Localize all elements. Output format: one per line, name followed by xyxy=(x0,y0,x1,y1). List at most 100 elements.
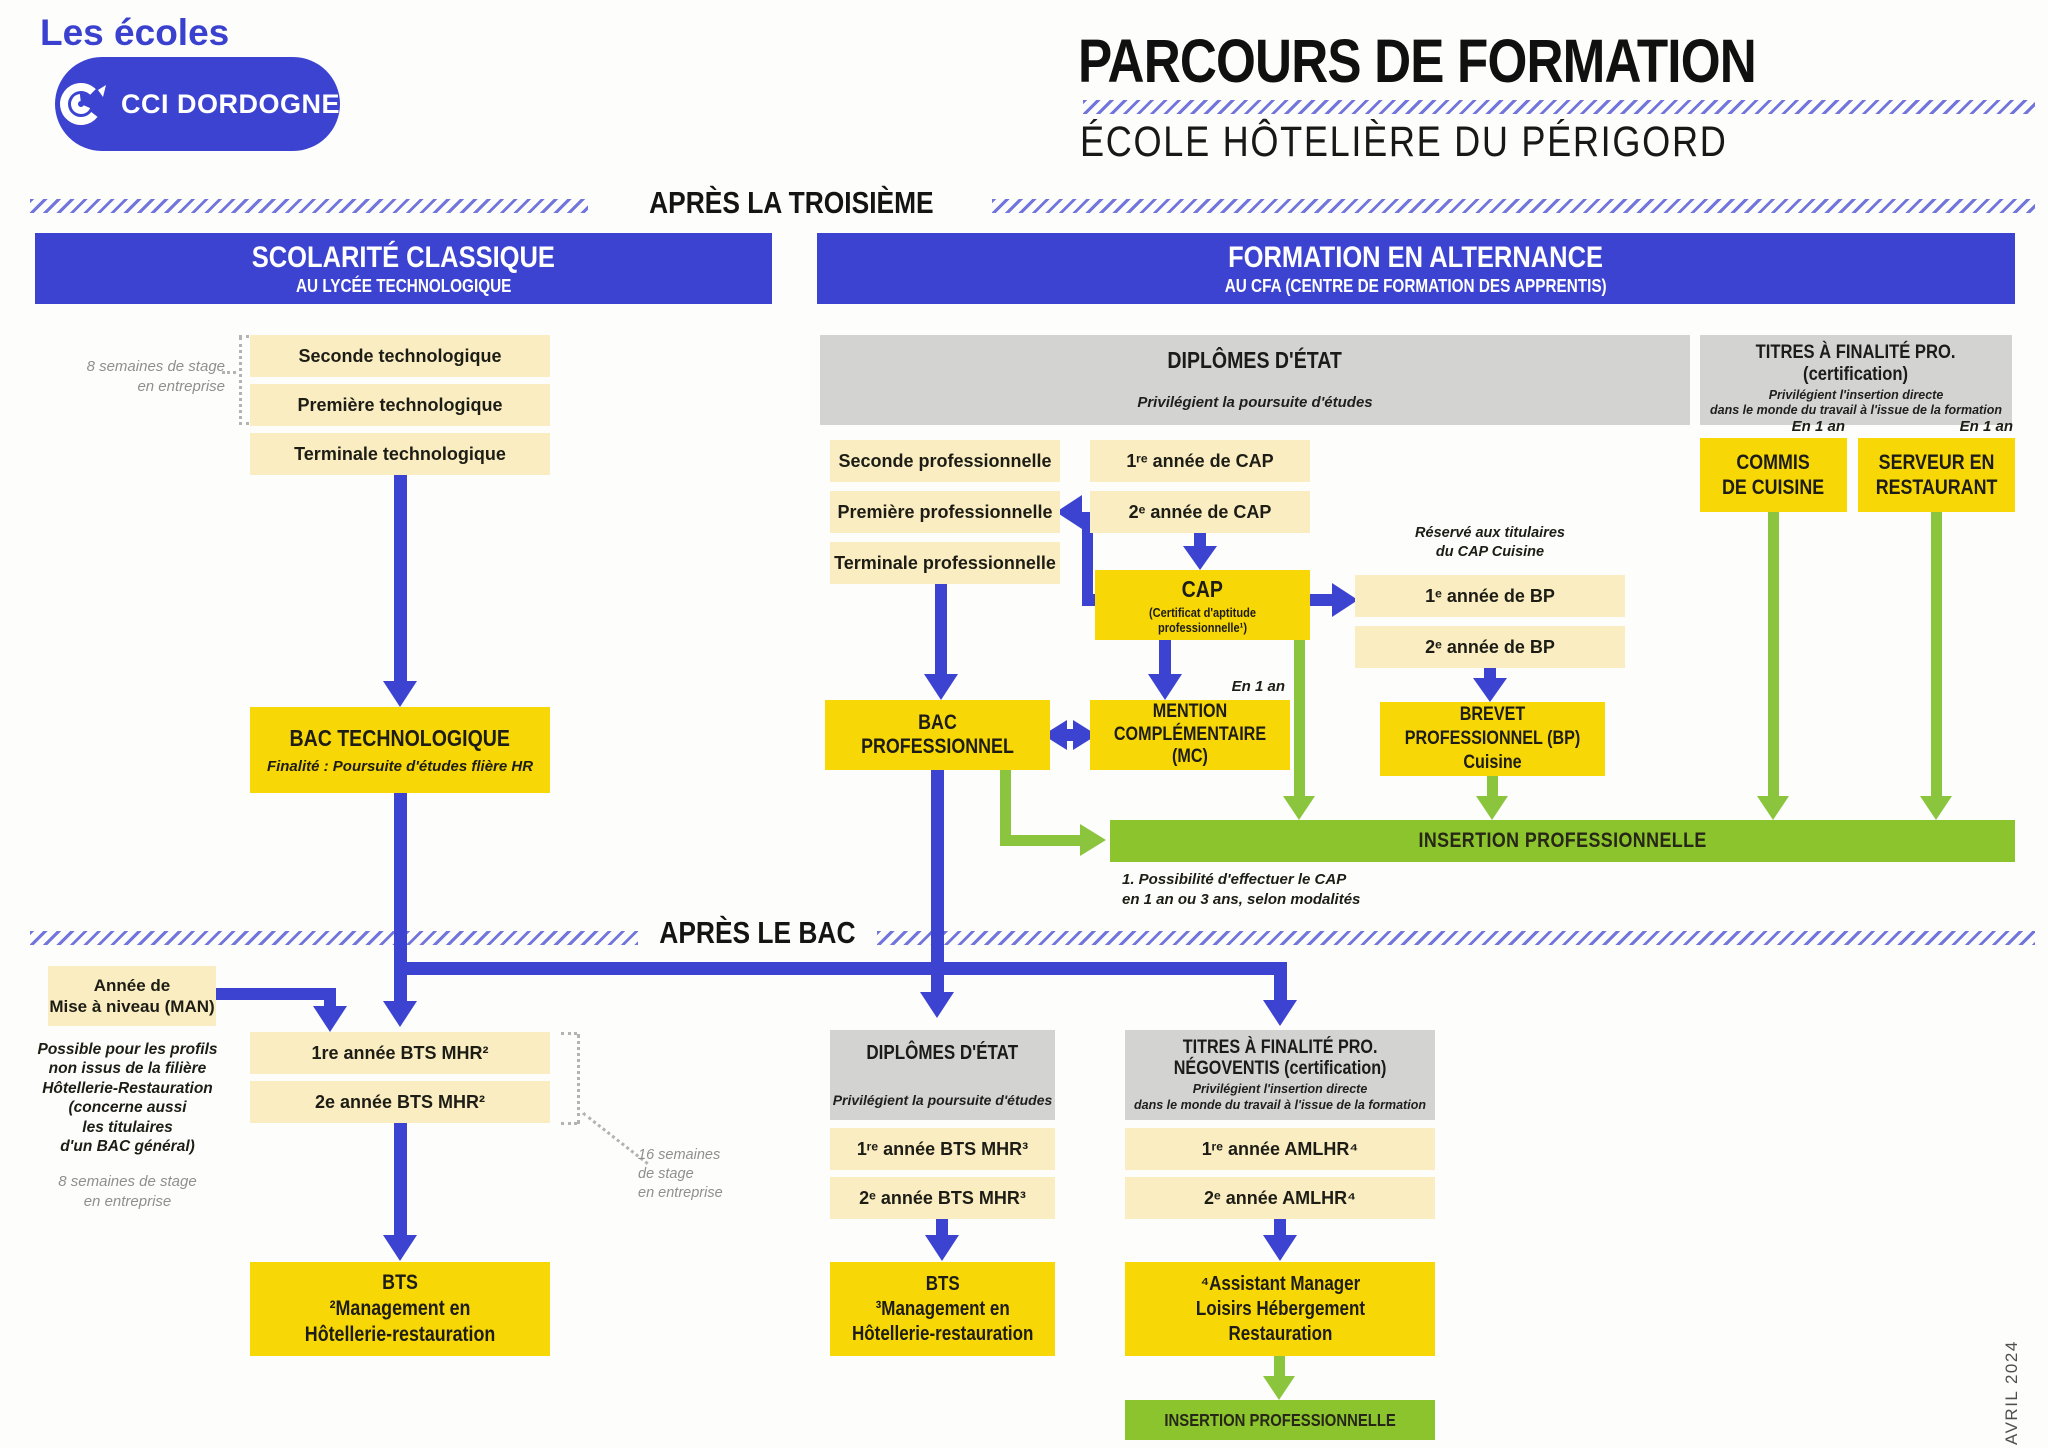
line-cap-passerelle-stub xyxy=(1082,594,1095,606)
brand-tagline: Les écoles xyxy=(40,12,230,53)
banner-classique-title: SCOLARITÉ CLASSIQUE xyxy=(251,240,556,274)
banner-alternance-subtitle: AU CFA (CENTRE DE FORMATION DES APPRENTI… xyxy=(1225,275,1607,296)
box-cap-annee-1: 1ʳᵉ année de CAP xyxy=(1090,440,1310,482)
green-arrow-brevet xyxy=(1487,776,1498,796)
box-amlhr-annee-1: 1ʳᵉ année AMLHR⁴ xyxy=(1125,1128,1435,1170)
banner-formation-alternance: FORMATION EN ALTERNANCE AU CFA (CENTRE D… xyxy=(817,233,2015,304)
arrow-bts2-down xyxy=(394,1123,407,1235)
line-bac-pro-down xyxy=(931,770,944,992)
green-arrowhead-cap xyxy=(1283,796,1315,820)
arrow-amlhr-down xyxy=(1274,1219,1286,1235)
panel-negoventis: TITRES À FINALITÉ PRO. NÉGOVENTIS (certi… xyxy=(1125,1030,1435,1120)
box-seconde-professionnelle: Seconde professionnelle xyxy=(830,440,1060,482)
arrowhead-premiere-pro xyxy=(1056,495,1082,529)
line-branch-right-elbow xyxy=(1274,962,1287,1000)
title-hatch-rule xyxy=(1083,100,2035,114)
divider-bac-hatch-left xyxy=(30,931,638,945)
titres-pro-note: Privilégient l'insertion directe dans le… xyxy=(1710,387,2002,418)
arrow-cap-to-mc xyxy=(1159,640,1171,674)
banner-alternance-title: FORMATION EN ALTERNANCE xyxy=(1228,240,1604,274)
divider-troisieme-label: APRÈS LA TROISIÈME xyxy=(648,185,934,220)
label-en-1-an-mc: En 1 an xyxy=(1231,678,1285,695)
page-title: PARCOURS DE FORMATION xyxy=(1078,27,1757,95)
box-bts-mhr2-annee-1: 1re année BTS MHR² xyxy=(250,1032,550,1074)
box-bts-mhr3-annee-2: 2ᵉ année BTS MHR³ xyxy=(830,1177,1055,1219)
line-branch-horizontal xyxy=(394,962,1287,975)
arrow-man-horizontal xyxy=(216,988,336,1000)
green-arrow-assistant xyxy=(1274,1356,1285,1376)
box-bp-annee-2: 2ᵉ année de BP xyxy=(1355,626,1625,668)
arrowhead-brevet xyxy=(1473,678,1507,702)
dotted-stub-bts-top xyxy=(561,1032,577,1035)
cap-note: (Certificat d'aptitude professionnelle¹) xyxy=(1149,604,1256,635)
box-cap-diplome: CAP (Certificat d'aptitude professionnel… xyxy=(1095,570,1310,640)
arrow-bts3-down xyxy=(936,1219,948,1235)
box-terminale-technologique: Terminale technologique xyxy=(250,433,550,475)
dotted-stub-bts-bottom xyxy=(561,1122,577,1125)
arrow-bp2-to-brevet xyxy=(1484,668,1496,680)
banner-classique-subtitle: AU LYCÉE TECHNOLOGIQUE xyxy=(295,275,512,296)
arrow-man-vertical xyxy=(324,988,336,1006)
box-terminale-professionnelle: Terminale professionnelle xyxy=(830,542,1060,584)
panel-diplomes-etat: DIPLÔMES D'ÉTAT Privilégient la poursuit… xyxy=(820,335,1690,425)
arrowhead-bts-mid xyxy=(925,1235,959,1261)
date-note: AVRIL 2024 xyxy=(2002,1340,2021,1445)
green-elbow-bacpro-horizontal xyxy=(1000,835,1080,846)
page-subtitle: ÉCOLE HÔTELIÈRE DU PÉRIGORD xyxy=(1080,118,1728,166)
diplomes-etat-2-title: DIPLÔMES D'ÉTAT xyxy=(866,1042,1019,1064)
box-premiere-professionnelle: Première professionnelle xyxy=(830,491,1060,533)
dotted-leader xyxy=(222,371,236,374)
box-seconde-technologique: Seconde technologique xyxy=(250,335,550,377)
green-arrowhead-commis xyxy=(1757,796,1789,820)
box-bp-annee-1: 1ᵉ année de BP xyxy=(1355,575,1625,617)
green-arrowhead-brevet xyxy=(1476,796,1508,820)
arrowhead-mc xyxy=(1148,674,1182,700)
arrowhead-bts-left xyxy=(383,1235,417,1261)
box-bts-mhr3-annee-1: 1ʳᵉ année BTS MHR³ xyxy=(830,1128,1055,1170)
box-brevet-professionnel: BREVET PROFESSIONNEL (BP) Cuisine xyxy=(1380,702,1605,776)
note-man: Possible pour les profils non issus de l… xyxy=(37,1041,218,1155)
box-assistant-manager: ⁴Assistant Manager Loisirs Hébergement R… xyxy=(1125,1262,1435,1356)
divider-troisieme-hatch-right xyxy=(992,199,2035,213)
label-en-1-an-commis: En 1 an xyxy=(1791,418,1845,435)
box-bts-management-gauche: BTS ²Management en Hôtellerie-restaurati… xyxy=(250,1262,550,1356)
bac-techno-note: Finalité : Poursuite d'études flière HR xyxy=(266,758,534,775)
arrowhead-man-to-bts xyxy=(313,1006,347,1032)
diplomes-etat-title: DIPLÔMES D'ÉTAT xyxy=(1167,347,1343,373)
box-bts-management-milieu: BTS ³Management en Hôtellerie-restaurati… xyxy=(830,1262,1055,1356)
box-serveur-en-restaurant: SERVEUR EN RESTAURANT xyxy=(1858,438,2015,512)
box-mention-complementaire: MENTION COMPLÉMENTAIRE (MC) xyxy=(1090,700,1290,770)
green-line-cap-to-insertion xyxy=(1294,640,1305,796)
box-cap-annee-2: 2ᵉ année de CAP xyxy=(1090,491,1310,533)
arrow-cap-to-bp xyxy=(1310,594,1334,606)
arrowhead-bts-mhr1 xyxy=(383,1001,417,1027)
arrow-terminale-tech-to-bac-techno xyxy=(394,475,407,681)
dotted-stub-top xyxy=(239,335,255,338)
note-man-stage: 8 semaines de stage en entreprise xyxy=(58,1173,197,1210)
dotted-stub-bottom xyxy=(239,422,255,425)
cci-dordogne-logo: CCI DORDOGNE xyxy=(55,57,340,151)
negoventis-note: Privilégient l'insertion directe dans le… xyxy=(1134,1082,1426,1112)
arrowhead-bac-pro xyxy=(924,674,958,700)
arrowhead-cap-box xyxy=(1183,546,1217,570)
brand-name: CCI DORDOGNE xyxy=(121,88,341,119)
arrow-terminale-pro-to-bac-pro xyxy=(935,584,947,674)
label-en-1-an-serveur: En 1 an xyxy=(1959,418,2013,435)
note-stage-8-semaines-haut: 8 semaines de stage en entreprise xyxy=(86,358,225,395)
box-bac-professionnel: BAC PROFESSIONNEL xyxy=(825,700,1050,770)
arrowhead-bp1 xyxy=(1332,583,1358,617)
arrowhead-assistant xyxy=(1263,1235,1297,1261)
arrowhead-bac-techno xyxy=(383,681,417,707)
box-commis-de-cuisine: COMMIS DE CUISINE xyxy=(1700,438,1847,512)
line-cap-passerelle-vertical xyxy=(1082,512,1093,606)
panel-titres-pro: TITRES À FINALITÉ PRO. (certification) P… xyxy=(1700,335,2012,425)
dotted-bracket-bts xyxy=(577,1034,580,1124)
arrowhead-negoventis xyxy=(1263,1000,1297,1026)
green-elbow-bacpro-vertical xyxy=(1000,770,1011,840)
divider-bac-hatch-right xyxy=(877,931,2035,945)
cci-logo-icon xyxy=(55,77,109,131)
box-amlhr-annee-2: 2ᵉ année AMLHR⁴ xyxy=(1125,1177,1435,1219)
note-stage-16-semaines: 16 semaines de stage en entreprise xyxy=(638,1147,723,1201)
footnote-cap: 1. Possibilité d'effectuer le CAP en 1 a… xyxy=(1122,871,1361,909)
box-bts-mhr2-annee-2: 2e année BTS MHR² xyxy=(250,1081,550,1123)
